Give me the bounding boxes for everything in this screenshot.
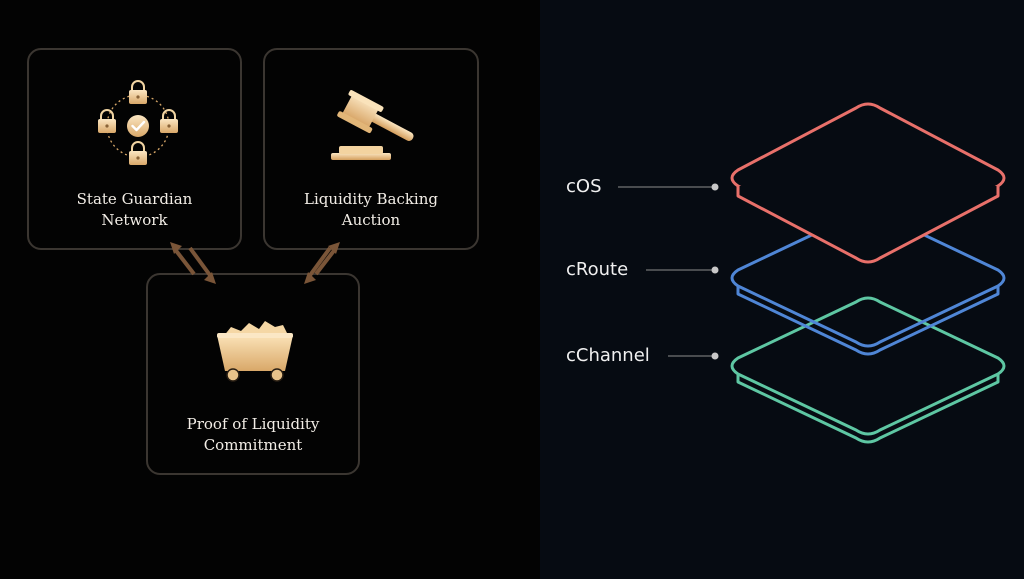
liquidity-auction-label-line2: Auction — [341, 211, 401, 229]
cchannel-leader-dot — [711, 352, 719, 360]
liquidity-auction-label-line1: Liquidity Backing — [303, 190, 438, 208]
bidirectional-arrow-left — [170, 242, 216, 284]
liquidity-auction-card: Liquidity Backing Auction — [263, 48, 479, 250]
proof-of-liquidity-label: Proof of Liquidity Commitment — [148, 414, 358, 456]
gavel-icon — [331, 90, 414, 160]
state-guardian-label: State Guardian Network — [29, 189, 240, 231]
state-guardian-label-line2: Network — [101, 211, 168, 229]
right-diagram-panel — [540, 0, 1024, 579]
liquidity-auction-label: Liquidity Backing Auction — [265, 189, 477, 231]
mine-cart-icon — [217, 321, 293, 382]
layer-label-cchannel: cChannel — [566, 345, 650, 366]
padlock-ring-icon — [98, 80, 178, 165]
cos-leader-dot — [711, 183, 719, 191]
layer-cos-plate — [730, 102, 1006, 264]
layer-label-cos: cOS — [566, 176, 602, 197]
state-guardian-label-line1: State Guardian — [76, 190, 193, 208]
croute-leader-dot — [711, 266, 719, 274]
proof-of-liquidity-label-line1: Proof of Liquidity — [186, 415, 320, 433]
bidirectional-arrow-right — [304, 242, 340, 284]
layer-cchannel-plate — [730, 296, 1006, 444]
proof-of-liquidity-card: Proof of Liquidity Commitment — [146, 273, 360, 475]
state-guardian-card: State Guardian Network — [27, 48, 242, 250]
layer-label-croute: cRoute — [566, 259, 629, 280]
proof-of-liquidity-label-line2: Commitment — [203, 436, 303, 454]
